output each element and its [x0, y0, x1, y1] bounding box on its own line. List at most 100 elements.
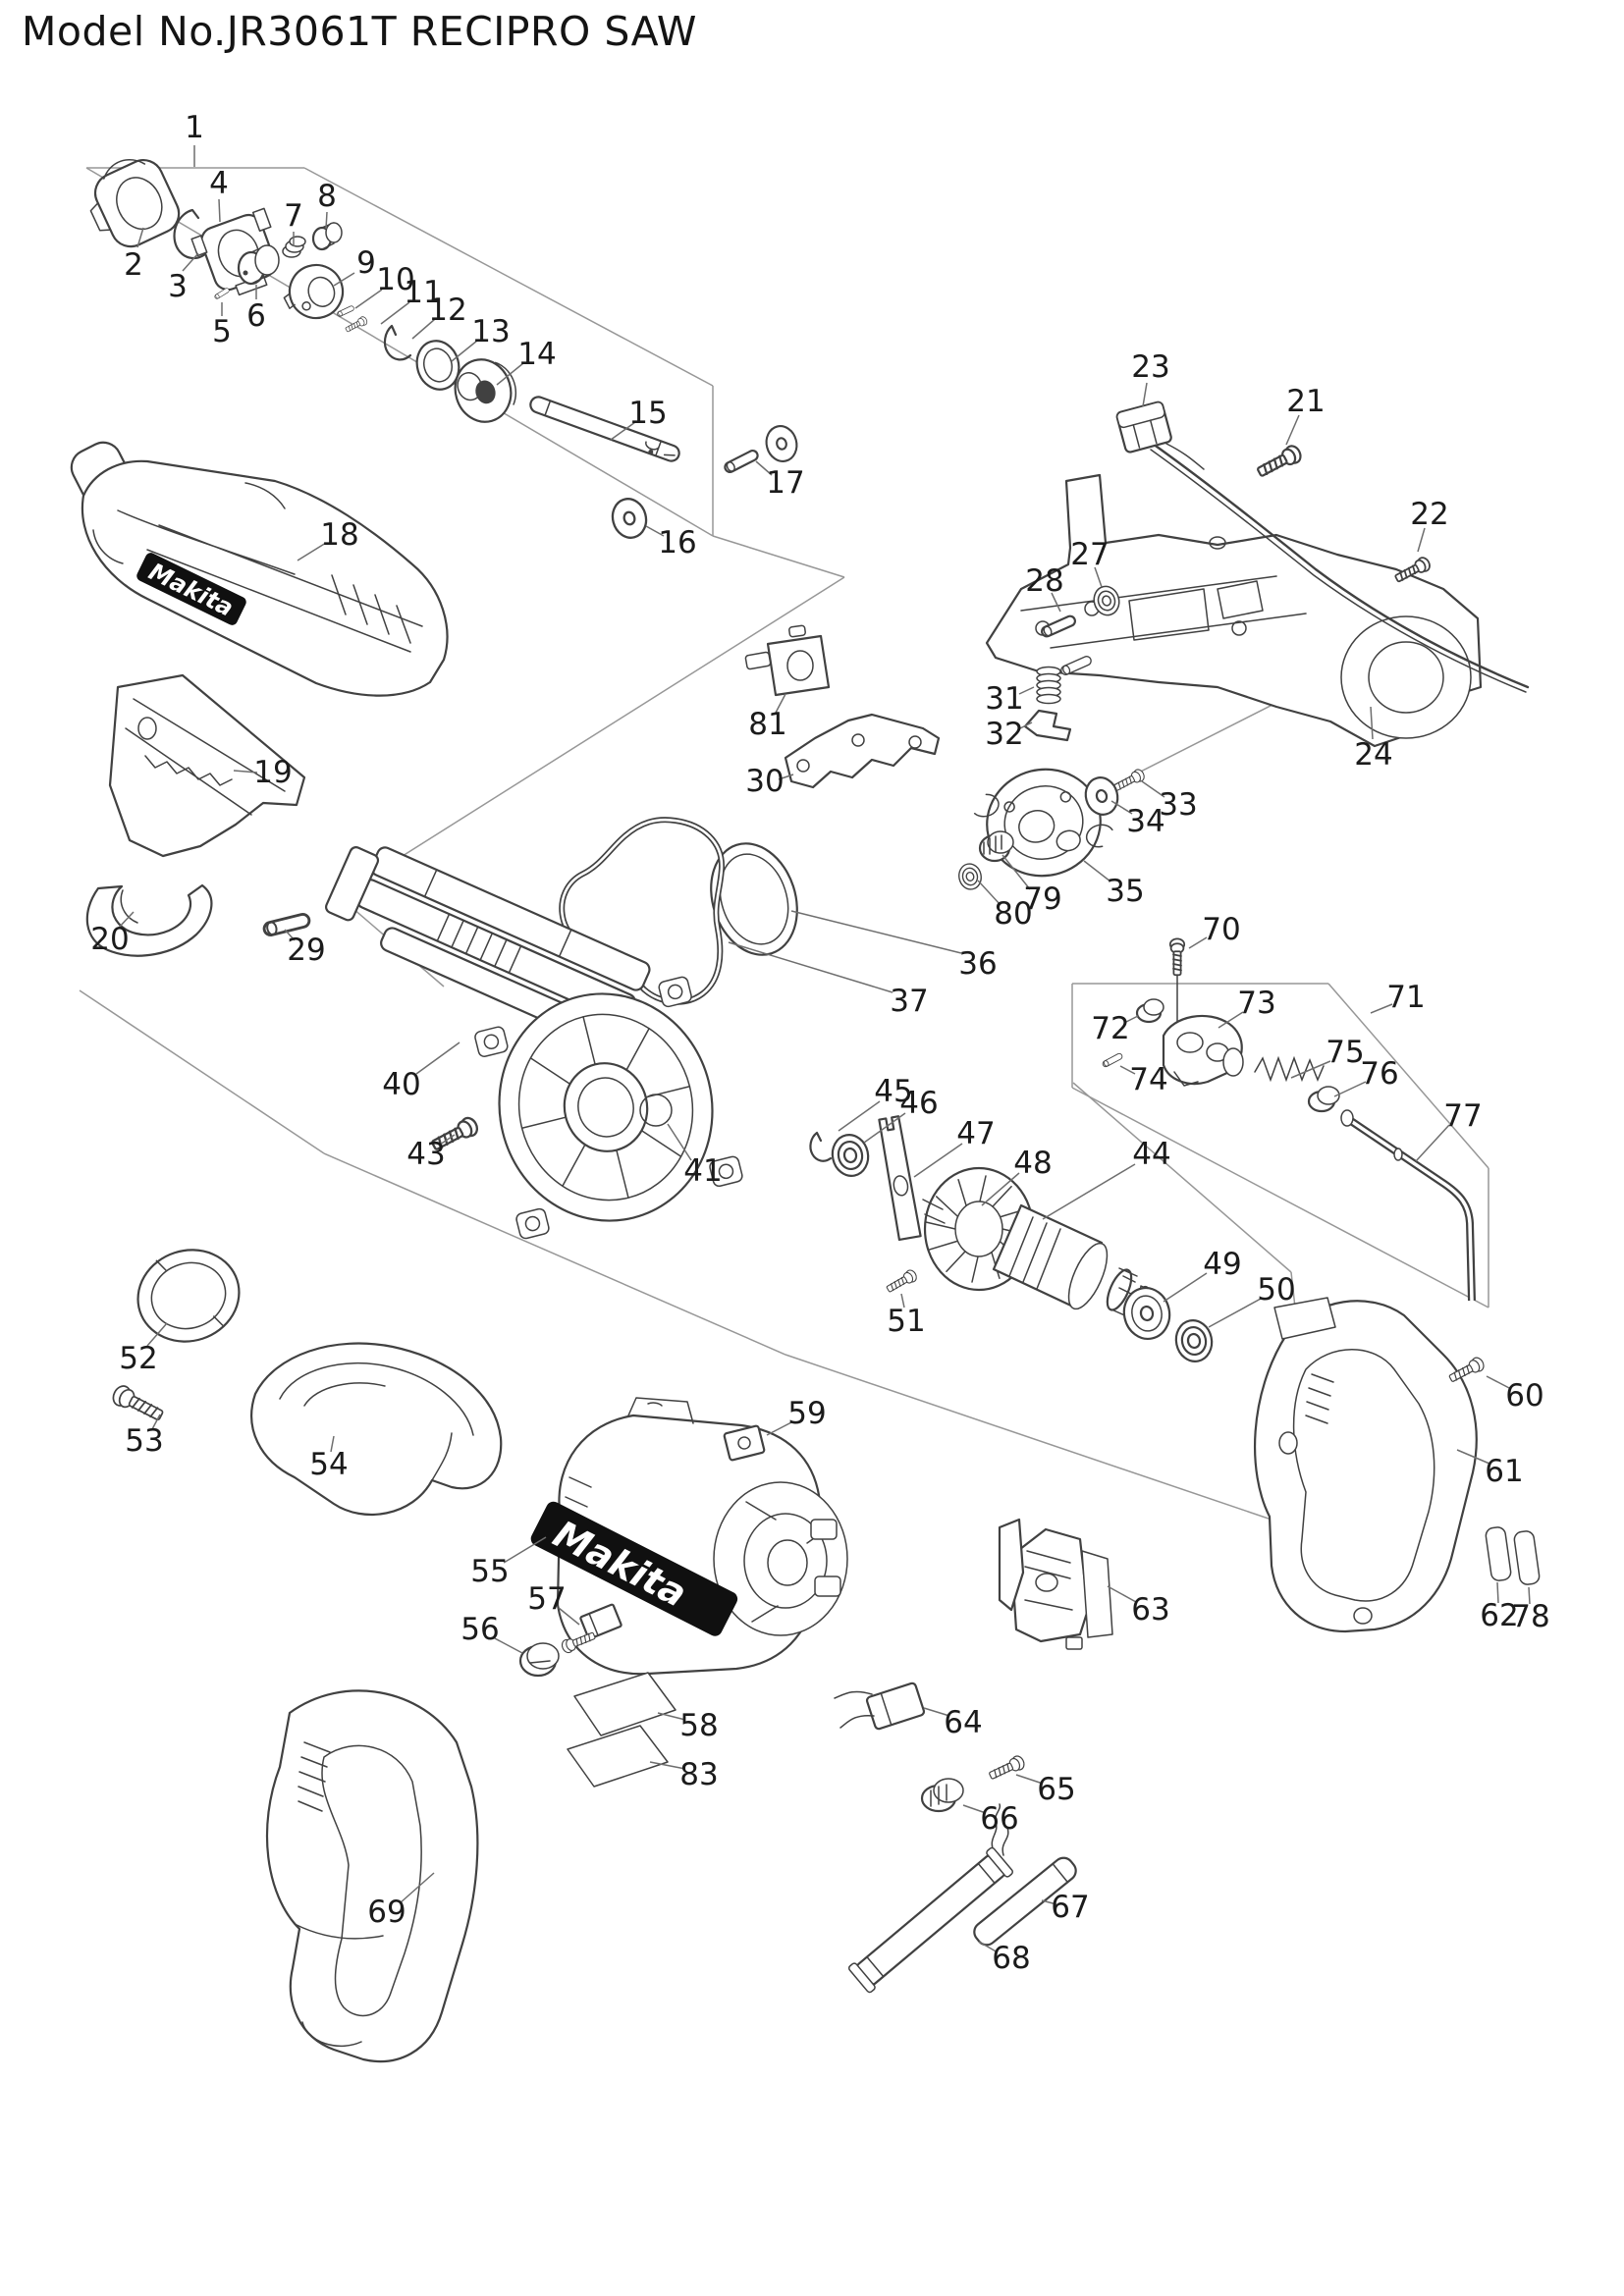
part-leader-80 [977, 880, 1001, 906]
part-77-wire-handle [1340, 1109, 1476, 1302]
part-label-16: 16 [658, 525, 696, 561]
part-46-bearing [827, 1130, 874, 1181]
group-boundary-line-3 [85, 167, 714, 537]
part-leader-17 [755, 460, 773, 476]
group-boundaries [79, 167, 1489, 1537]
part-leader-29 [284, 929, 296, 941]
part-leader-16 [645, 525, 665, 537]
part-label-20: 20 [90, 922, 129, 957]
part-label-57: 57 [527, 1581, 566, 1617]
part-label-3: 3 [168, 269, 188, 304]
part-label-78: 78 [1511, 1599, 1549, 1634]
part-label-49: 49 [1203, 1247, 1241, 1282]
part-label-21: 21 [1286, 384, 1325, 419]
part-leader-31 [1018, 686, 1035, 695]
part-label-19: 19 [253, 755, 292, 790]
part-leader-69 [399, 1872, 435, 1904]
part-label-83: 83 [679, 1757, 718, 1792]
part-47-fork-plate [878, 1115, 922, 1242]
part-leader-61 [1456, 1449, 1490, 1465]
part-label-67: 67 [1051, 1890, 1089, 1925]
part-leader-57 [558, 1607, 580, 1626]
part-label-56: 56 [460, 1612, 499, 1647]
part-label-11: 11 [404, 275, 442, 310]
part-49-washer [1122, 1287, 1171, 1340]
part-leader-49 [1163, 1272, 1208, 1303]
part-12-circlip [383, 324, 412, 361]
part-62-strip [1485, 1526, 1512, 1581]
part-32-clip [1023, 709, 1072, 742]
part-label-44: 44 [1132, 1137, 1170, 1172]
part-19-shoe [108, 673, 306, 858]
part-label-54: 54 [309, 1447, 348, 1482]
part-21-screw [1254, 442, 1305, 482]
part-leader-44 [1042, 1163, 1136, 1220]
part-label-79: 79 [1023, 881, 1061, 917]
part-44-armature [922, 1166, 1158, 1318]
part-leader-46 [863, 1112, 906, 1144]
part-label-32: 32 [985, 717, 1023, 752]
part-label-41: 41 [683, 1153, 722, 1189]
part-33-screw [1111, 767, 1147, 794]
part-label-61: 61 [1485, 1454, 1523, 1489]
part-label-13: 13 [471, 314, 510, 349]
part-label-50: 50 [1257, 1272, 1295, 1308]
group-boundary-line-1 [303, 167, 714, 387]
part-leader-60 [1486, 1375, 1512, 1390]
part-leader-50 [1208, 1298, 1262, 1328]
group-boundary-line-5 [338, 576, 845, 897]
part-label-18: 18 [320, 517, 358, 553]
part-leader-51 [900, 1293, 905, 1308]
part-label-68: 68 [992, 1941, 1030, 1976]
part-leader-12 [411, 318, 436, 340]
part-label-22: 22 [1410, 497, 1448, 532]
part-40-gear-housing [325, 846, 743, 1240]
part-54-holder-cover [250, 1342, 503, 1516]
part-leader-34 [1110, 800, 1133, 815]
part-label-29: 29 [287, 933, 325, 968]
part-20-hook [85, 883, 213, 957]
part-18-front-housing: Makita [70, 441, 449, 697]
part-leader-65 [1015, 1774, 1044, 1785]
part-label-66: 66 [980, 1801, 1018, 1837]
part-7-spring-washer [282, 236, 306, 258]
part-36-ring [710, 842, 798, 956]
part-label-15: 15 [628, 396, 667, 431]
part-leader-28 [1051, 592, 1061, 613]
part-label-77: 77 [1443, 1098, 1482, 1134]
part-leader-41 [667, 1123, 692, 1161]
part-label-69: 69 [367, 1895, 406, 1930]
part-leader-30 [778, 774, 794, 780]
part-74-pin [1101, 1051, 1124, 1069]
part-45-circlip [809, 1131, 833, 1162]
part-label-47: 47 [956, 1116, 995, 1151]
part-label-70: 70 [1202, 912, 1240, 947]
group-boundary-line-17 [1071, 1087, 1489, 1308]
group-boundary-line-4 [712, 535, 845, 578]
part-label-34: 34 [1126, 804, 1164, 839]
part-label-27: 27 [1070, 537, 1109, 572]
part-leader-9 [333, 272, 355, 287]
part-label-76: 76 [1360, 1056, 1398, 1092]
part-13-ring [415, 340, 460, 391]
part-leader-72 [1123, 1015, 1139, 1024]
group-boundary-line-14 [1327, 983, 1489, 1169]
part-leader-4 [218, 198, 221, 223]
part-68-strip [848, 1846, 1013, 1994]
part-67-tube [973, 1803, 1077, 1947]
part-51-screw [884, 1267, 919, 1296]
part-leader-37 [728, 941, 893, 993]
part-label-59: 59 [787, 1396, 826, 1431]
part-label-1: 1 [185, 110, 204, 145]
part-label-51: 51 [887, 1304, 925, 1339]
part-label-8: 8 [317, 179, 337, 214]
part-label-31: 31 [985, 681, 1023, 717]
part-leader-68 [978, 1941, 999, 1953]
part-label-17: 17 [766, 465, 804, 501]
part-leader-58 [657, 1712, 686, 1721]
part-78-strip [1513, 1530, 1541, 1585]
part-72-bushing [1135, 998, 1164, 1024]
part-23-plug [1115, 400, 1205, 470]
part-leader-21 [1285, 414, 1300, 446]
